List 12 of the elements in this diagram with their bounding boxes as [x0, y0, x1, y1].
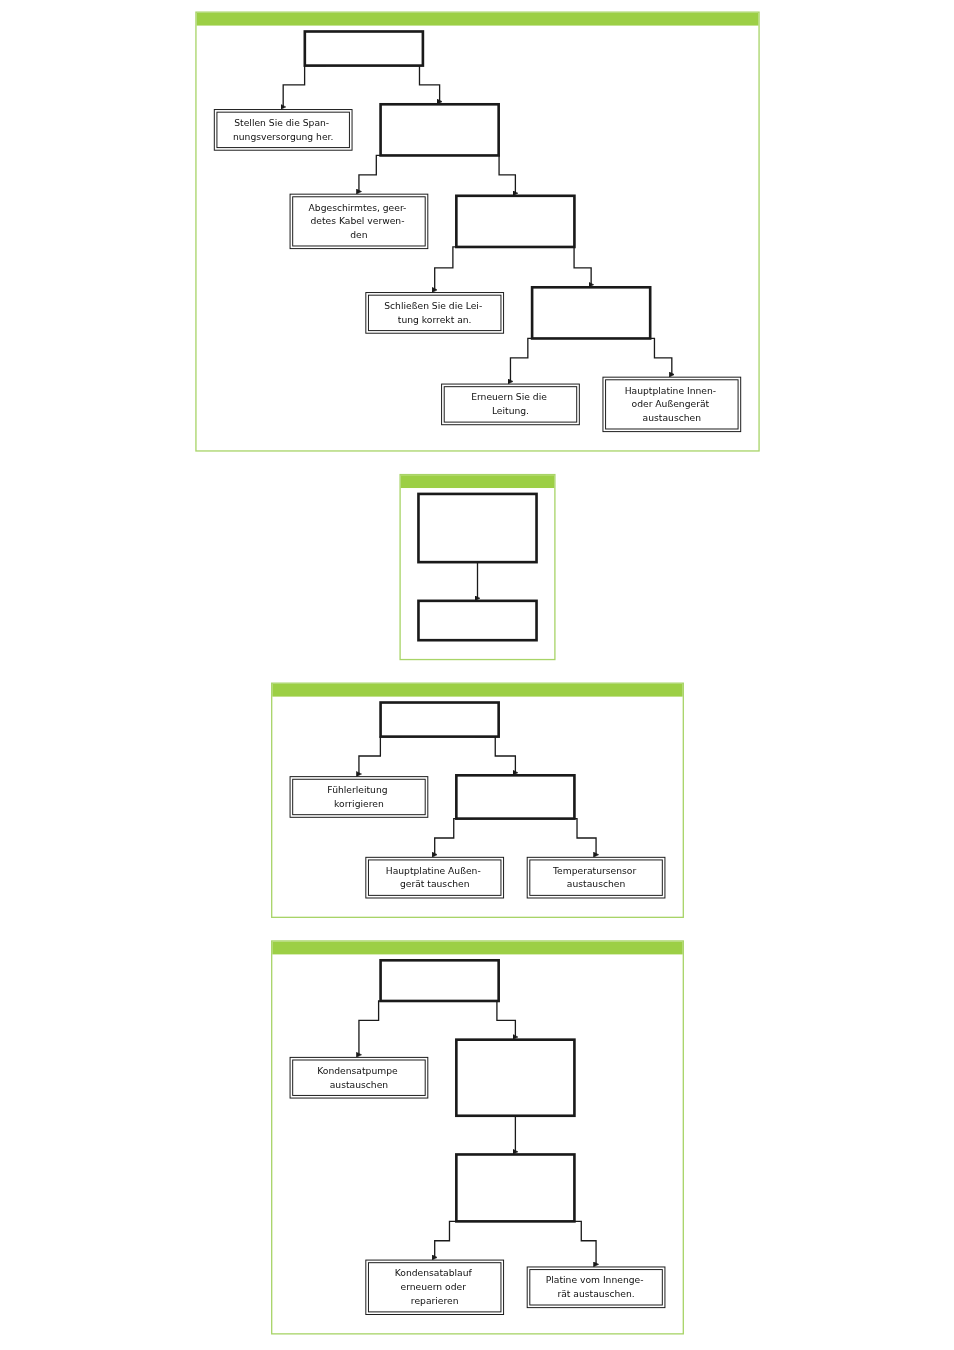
- node-box: [454, 194, 576, 249]
- node-box: [454, 774, 576, 820]
- node-box: [454, 1038, 576, 1118]
- arrow: [512, 1115, 518, 1155]
- node-box: [378, 959, 500, 1003]
- node-box: [378, 103, 500, 157]
- node-box: [530, 286, 651, 340]
- node-box: [378, 701, 500, 738]
- node-box: [416, 492, 538, 564]
- node-box: [416, 599, 538, 642]
- node-box: [303, 30, 424, 67]
- node-box: [454, 1153, 576, 1223]
